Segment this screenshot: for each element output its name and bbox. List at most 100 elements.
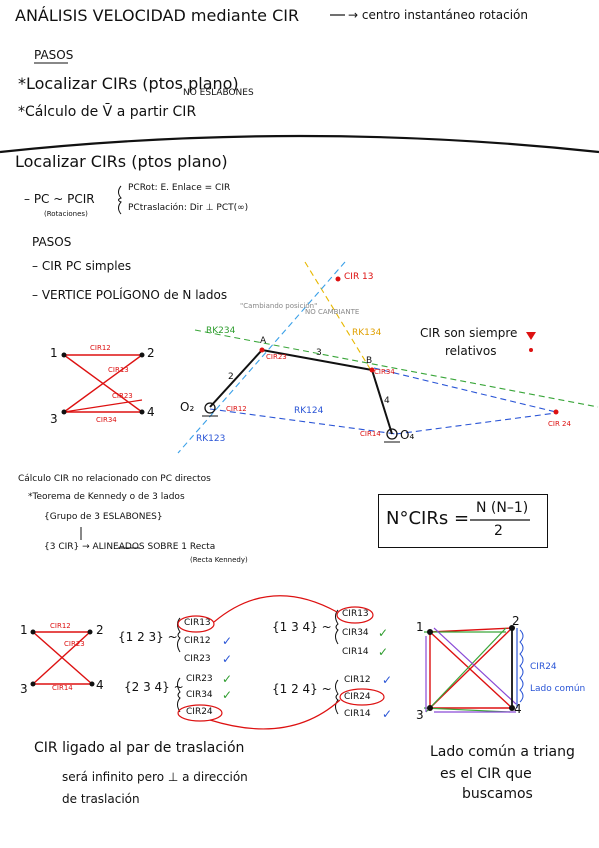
pc-brace bbox=[118, 185, 122, 215]
label-link-3: 3 bbox=[316, 348, 322, 358]
link-2 bbox=[209, 349, 263, 408]
kennedy-line-2: *Teorema de Kennedy o de 3 lados bbox=[28, 492, 185, 502]
p1-edge-34: CIR34 bbox=[96, 416, 117, 424]
rk234-blue-line bbox=[373, 367, 557, 413]
label-rk234: RK234 bbox=[206, 326, 236, 336]
p4-node-2: 2 bbox=[512, 614, 520, 628]
footer-left-3: de traslación bbox=[62, 792, 140, 806]
link-4 bbox=[371, 369, 393, 435]
point-B bbox=[369, 367, 375, 373]
support-o2 bbox=[204, 402, 216, 414]
formula-numerator: N (N–1) bbox=[476, 500, 529, 516]
p3-node-1: 1 bbox=[20, 623, 28, 637]
paso-1: – CIR PC simples bbox=[32, 259, 132, 273]
label-O2: O₂ bbox=[180, 400, 195, 414]
footer-left-1: CIR ligado al par de traslación bbox=[34, 740, 245, 756]
label-cir23: CIR23 bbox=[266, 353, 287, 361]
group-234: {2 3 4} ~ bbox=[124, 680, 184, 694]
step-2: *Cálculo de V̄ a partir CIR bbox=[18, 104, 197, 120]
g234-check-2: ✓ bbox=[222, 688, 233, 702]
footer-right-3: buscamos bbox=[462, 786, 533, 802]
g134-check-2: ✓ bbox=[378, 626, 389, 640]
g123-item-1: CIR13 bbox=[184, 618, 211, 628]
p1-edge-12: CIR12 bbox=[90, 344, 111, 352]
label-O4: O₄ bbox=[400, 428, 415, 442]
g123-item-3: CIR23 bbox=[184, 654, 211, 664]
p3-edge-12: CIR12 bbox=[50, 622, 71, 630]
formula-box bbox=[378, 494, 548, 548]
point-cir24 bbox=[553, 409, 559, 415]
g234-check-1: ✓ bbox=[222, 672, 233, 686]
formula-lhs: N°CIRs = bbox=[386, 508, 470, 529]
p1-edge-23: CIR23 bbox=[112, 392, 133, 400]
g134-item-1: CIR13 bbox=[342, 609, 369, 619]
label-rk123: RK123 bbox=[196, 434, 226, 444]
warning-mark bbox=[526, 332, 536, 340]
kennedy-line-4: {3 CIR} → ALINEADOS SOBRE 1 Recta bbox=[44, 542, 216, 552]
group-134: {1 3 4} ~ bbox=[272, 620, 332, 634]
polygon-4 bbox=[423, 625, 524, 713]
group-123: {1 2 3} ~ bbox=[118, 630, 178, 644]
point-A bbox=[259, 347, 265, 353]
g134-item-3: CIR14 bbox=[342, 647, 369, 657]
circle-cir13-a bbox=[177, 615, 215, 633]
label-A: A bbox=[260, 336, 267, 346]
brace-g234 bbox=[177, 677, 181, 713]
support-o4 bbox=[386, 428, 398, 440]
step-1-note: NO ESLABONES bbox=[183, 88, 254, 98]
p1-node-2: 2 bbox=[147, 346, 155, 360]
formula-denominator: 2 bbox=[494, 523, 503, 539]
section-title: Localizar CIRs (ptos plano) bbox=[15, 152, 228, 171]
circle-cir13-b bbox=[336, 606, 374, 624]
kennedy-line-4-sub: (Recta Kennedy) bbox=[190, 556, 248, 564]
label-link-2: 2 bbox=[228, 372, 234, 382]
page-title: ANÁLISIS VELOCIDAD mediante CIR bbox=[15, 6, 300, 25]
link-3 bbox=[261, 349, 373, 371]
label-cir14: CIR14 bbox=[360, 430, 381, 438]
p4-node-4: 4 bbox=[514, 702, 522, 716]
point-cir13 bbox=[335, 276, 341, 282]
pc-rotation: PCRot: E. Enlace = CIR bbox=[128, 183, 231, 193]
note-cir-2: relativos bbox=[445, 344, 497, 358]
label-cir34: CIR34 bbox=[374, 368, 395, 376]
circle-cir24-a bbox=[177, 704, 223, 722]
g134-check-3: ✓ bbox=[378, 645, 389, 659]
steps-heading: PASOS bbox=[34, 48, 74, 62]
step-1: *Localizar CIRs (ptos plano) bbox=[18, 74, 239, 93]
rk123-line bbox=[177, 261, 346, 454]
p3-node-3: 3 bbox=[20, 682, 28, 696]
label-cir24: CIR 24 bbox=[548, 420, 571, 428]
pc-label: – PC ~ PCIR bbox=[24, 192, 95, 206]
paso-2: – VERTICE POLÍGONO de N lados bbox=[32, 288, 228, 302]
p1-node-1: 1 bbox=[50, 346, 58, 360]
g134-item-2: CIR34 bbox=[342, 628, 369, 638]
g124-check-1: ✓ bbox=[382, 673, 393, 687]
g123-item-2: CIR12 bbox=[184, 636, 211, 646]
rk234-line bbox=[194, 329, 599, 408]
p1-node-3: 3 bbox=[50, 412, 58, 426]
label-cir12: CIR12 bbox=[226, 405, 247, 413]
polygon-3 bbox=[30, 629, 95, 687]
label-rk134: RK134 bbox=[352, 328, 382, 338]
group-124: {1 2 4} ~ bbox=[272, 682, 332, 696]
pasos-heading: PASOS bbox=[32, 235, 72, 249]
p3-edge-14: CIR14 bbox=[52, 684, 73, 692]
brace-g124 bbox=[335, 679, 339, 715]
section-divider bbox=[0, 134, 599, 154]
p3-node-2: 2 bbox=[96, 623, 104, 637]
p4-node-3: 3 bbox=[416, 708, 424, 722]
p4-node-1: 1 bbox=[416, 620, 424, 634]
circle-cir24-b bbox=[339, 688, 385, 706]
label-no-cambiante: NO CAMBIANTE bbox=[305, 308, 360, 316]
polygon-1 bbox=[61, 352, 145, 415]
g234-item-1: CIR23 bbox=[186, 674, 213, 684]
rk124-line bbox=[209, 408, 397, 435]
label-cambian: "Cambiando posición" bbox=[240, 302, 318, 310]
g234-item-2: CIR34 bbox=[186, 690, 213, 700]
connector-cir13 bbox=[213, 595, 338, 623]
note-cir-1: CIR son siempre bbox=[420, 326, 518, 340]
g123-check-2: ✓ bbox=[222, 634, 233, 648]
p1-node-4: 4 bbox=[147, 405, 155, 419]
g124-check-3: ✓ bbox=[382, 707, 393, 721]
